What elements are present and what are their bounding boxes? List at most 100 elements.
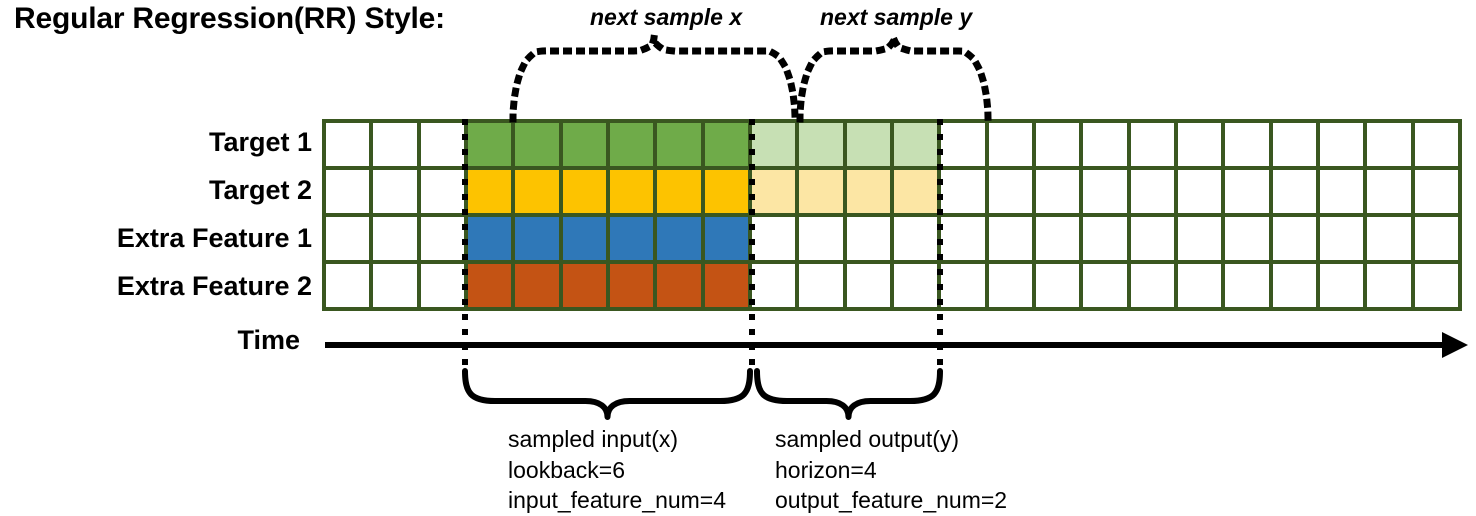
grid-cell [326,170,370,213]
grid-cell [515,170,559,213]
grid-cell [751,123,796,166]
grid-cell [609,170,654,213]
grid-cell [941,123,985,166]
grid-cell [373,170,417,213]
grid-cell [420,170,464,213]
grid-cell [1083,123,1127,166]
grid-cell [1367,123,1411,166]
sampled-output-line-2: horizon=4 [775,456,877,483]
grid-cell [846,170,890,213]
row-label-column: Target 1 Target 2 Extra Feature 1 Extra … [0,119,312,311]
grid-cell [941,217,985,260]
grid-cell [1225,170,1269,213]
grid-cell [1035,123,1080,166]
grid-cell [467,170,512,213]
grid-cell [846,264,890,307]
brace-next-sample-y [796,36,992,123]
grid-cell [515,123,559,166]
grid-cell [1083,170,1127,213]
grid-cell [657,170,701,213]
timeseries-grid [322,119,1462,311]
grid-cell [1319,170,1364,213]
annotation-next-sample-y: next sample y [820,4,973,30]
grid-cell [1414,170,1458,213]
grid-cell [1225,123,1269,166]
grid-cell [1130,123,1174,166]
grid-cell [562,170,606,213]
grid-cell [515,217,559,260]
grid-cell [1177,170,1222,213]
grid-cell [1319,123,1364,166]
time-axis-arrowhead [1442,332,1468,358]
grid-cell [988,217,1032,260]
grid-cell [420,123,464,166]
row-label-extra-feature-2: Extra Feature 2 [116,271,312,301]
grid-cell [1367,217,1411,260]
grid-cell [1130,264,1174,307]
grid-cell [988,123,1032,166]
grid-cell [941,170,985,213]
grid-cell [1177,264,1222,307]
grid-cell [609,123,654,166]
sampled-output-line-1: sampled output(y) [775,426,960,452]
grid-cell [1035,217,1080,260]
row-label-target-2: Target 2 [208,175,312,205]
grid-cell [326,264,370,307]
grid-cell [1414,264,1458,307]
grid-cell [1083,264,1127,307]
grid-cell [941,264,985,307]
grid-cell [846,123,890,166]
grid-cell [893,123,938,166]
sampled-output-line-3: output_feature_num=2 [775,487,1008,514]
grid-cell [704,264,748,307]
grid-cell [1130,217,1174,260]
grid-cell [1319,217,1364,260]
grid-cell [1272,123,1316,166]
grid-cell [751,264,796,307]
grid-cell [846,217,890,260]
annotation-sampled-output: sampled output(y) horizon=4 output_featu… [775,424,1007,516]
grid-cell [1414,217,1458,260]
time-axis-label: Time [237,325,300,355]
row-label-target-1: Target 1 [208,127,312,157]
grid-cell [988,264,1032,307]
grid-cell [1272,170,1316,213]
grid-cell [562,123,606,166]
grid-cell [1035,264,1080,307]
grid-cell [515,264,559,307]
grid-cell [373,217,417,260]
grid-cell [704,170,748,213]
grid-cell [799,170,843,213]
grid-cell [988,170,1032,213]
grid-cell [799,217,843,260]
grid-cell [467,217,512,260]
grid-cell [1083,217,1127,260]
sampled-input-line-3: input_feature_num=4 [508,487,727,514]
sampled-input-line-1: sampled input(x) [508,426,679,452]
grid-cell [657,264,701,307]
grid-cell [326,123,370,166]
grid-cell [1035,170,1080,213]
grid-cell [893,264,938,307]
grid-cell [657,217,701,260]
grid-cell [467,264,512,307]
annotation-next-sample-x: next sample x [590,4,743,30]
page-title: Regular Regression(RR) Style: [14,2,445,35]
grid-cell [609,217,654,260]
brace-sampled-output [754,368,943,420]
grid-cell [373,264,417,307]
grid-cell [562,264,606,307]
grid-cell [799,264,843,307]
grid-cell [420,217,464,260]
grid-cell [751,170,796,213]
brace-next-sample-x [509,36,799,123]
grid-cell [1225,264,1269,307]
grid-cell [373,123,417,166]
grid-cell [893,170,938,213]
grid-cell [467,123,512,166]
grid-cell [609,264,654,307]
annotation-sampled-input: sampled input(x) lookback=6 input_featur… [508,424,726,516]
grid-cell [1367,264,1411,307]
grid-cell [799,123,843,166]
